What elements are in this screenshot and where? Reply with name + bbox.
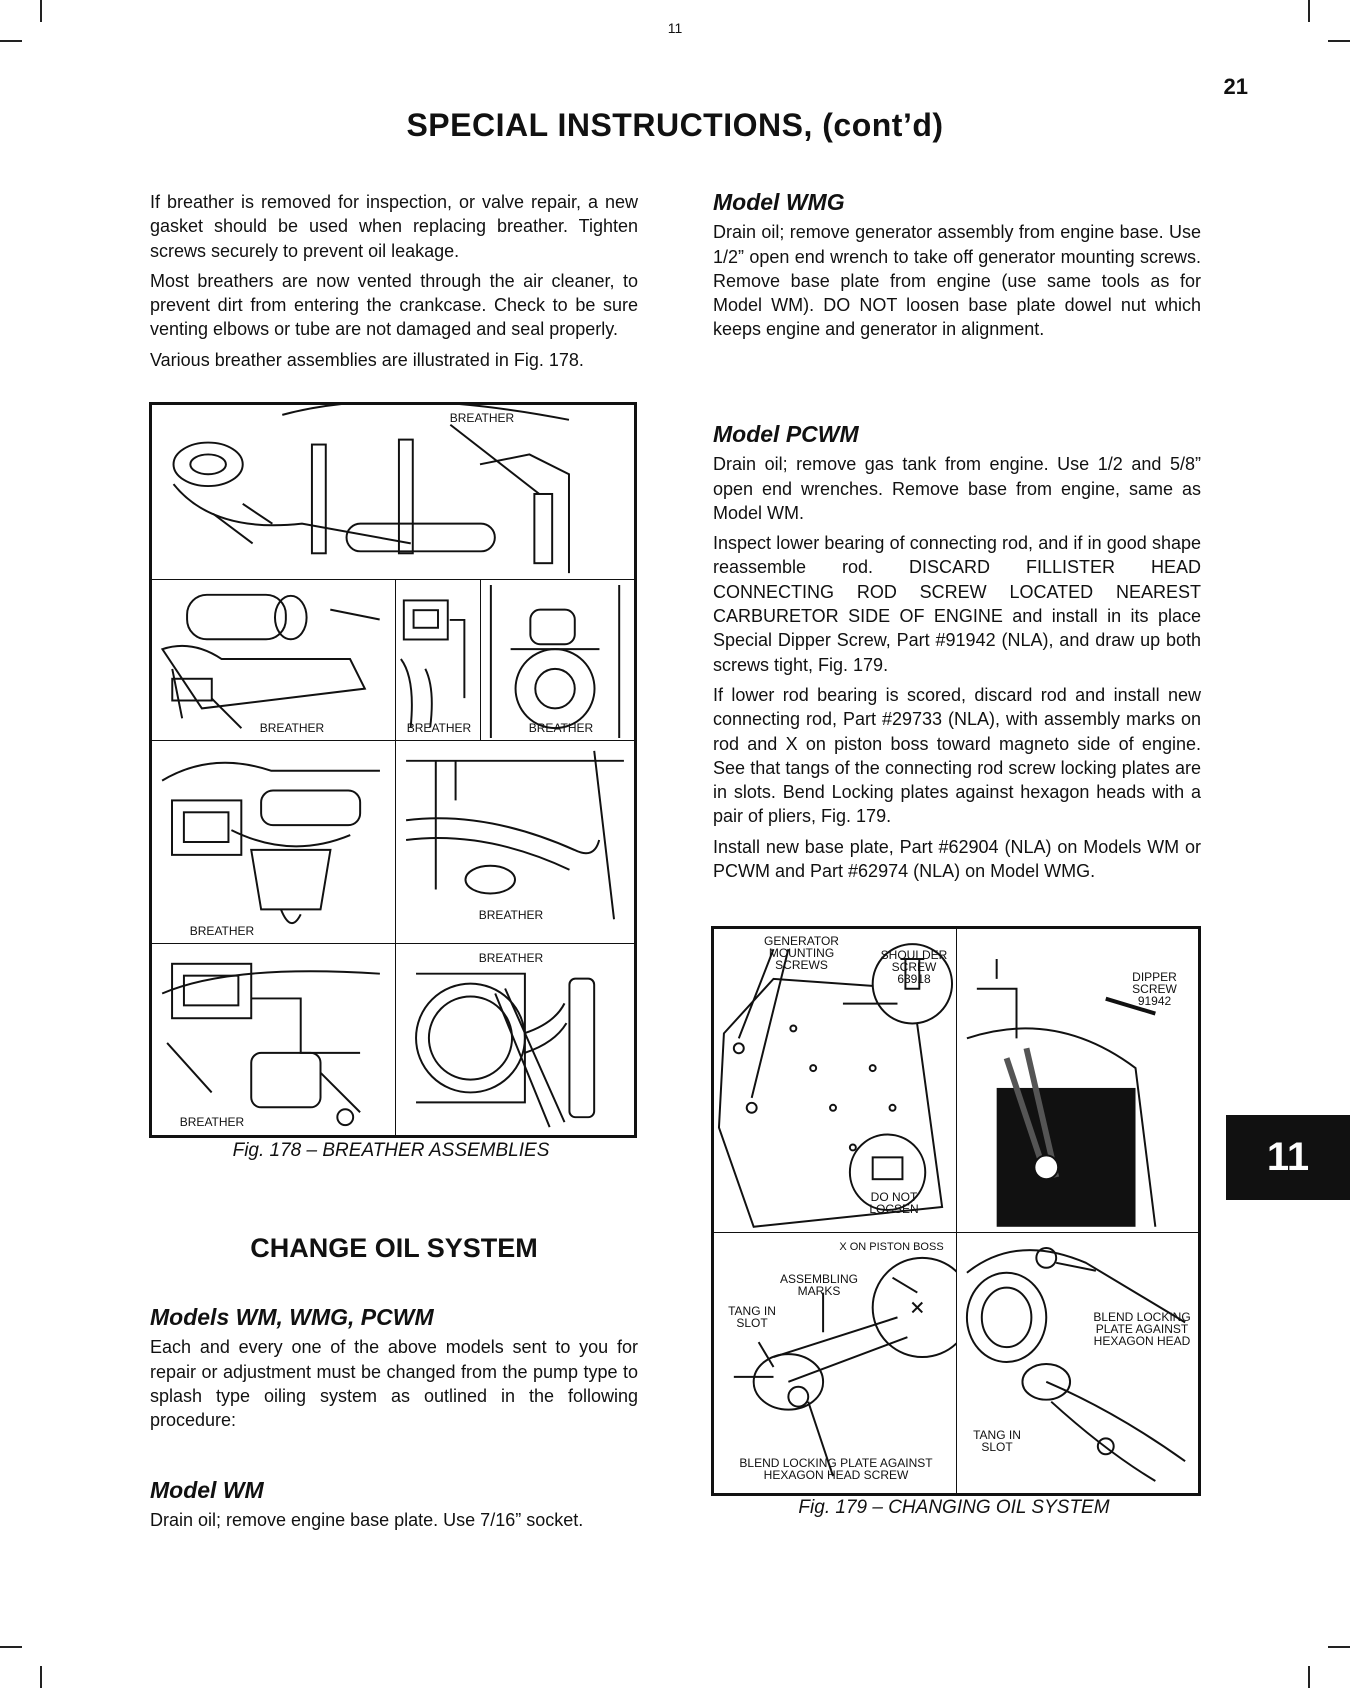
model-pcwm-text: Model PCWM Drain oil; remove gas tank fr… (713, 422, 1201, 889)
tang-in-slot-label: TANG IN SLOT (728, 1304, 776, 1330)
crop-mark (0, 1646, 22, 1648)
paragraph: If breather is removed for inspection, o… (150, 192, 638, 261)
chapter-tab: 11 (1226, 1115, 1350, 1200)
breather-illustration-row3-right: BREATHER (395, 740, 635, 944)
figure-179-caption: Fig. 179 – CHANGING OIL SYSTEM (798, 1497, 1110, 1518)
change-oil-text: Models WM, WMG, PCWM Each and every one … (150, 1305, 638, 1438)
pliers-drawing (965, 1246, 1186, 1482)
base-plate-drawing (717, 943, 954, 1228)
model-wm-text: Model WM Drain oil; remove engine base p… (150, 1478, 638, 1539)
breather-illustration-row4-right: BREATHER (395, 943, 635, 1136)
breather-illustration-row2-left: BREATHER (151, 579, 396, 741)
top-page-number: 11 (667, 20, 683, 36)
blend-locking-plate-label: BLEND LOCKING PLATE AGAINST HEXAGON HEAD (1093, 1310, 1191, 1348)
breather-drawing (160, 593, 380, 729)
crop-mark (40, 1666, 42, 1688)
breather-label: BREATHER (406, 721, 472, 735)
paragraph: Various breather assemblies are illustra… (150, 349, 584, 370)
breather-label: BREATHER (179, 1115, 245, 1129)
paragraph: Inspect lower bearing of connecting rod,… (713, 533, 1201, 675)
model-wmg-heading: Model WMG (713, 189, 845, 215)
paragraph: Drain oil; remove gas tank from engine. … (713, 454, 1201, 523)
x-on-piston-boss-label: X ON PISTON BOSS (839, 1241, 944, 1253)
crop-mark (1328, 40, 1350, 42)
paragraph: Each and every one of the above models s… (150, 1337, 638, 1431)
paragraph: If lower rod bearing is scored, discard … (713, 684, 1201, 827)
assembling-marks-label: ASSEMBLING MARKS (779, 1272, 859, 1298)
paragraph: Drain oil; remove engine base plate. Use… (150, 1510, 584, 1531)
figure-178-breather-assemblies: BREATHER BREATHER BREATHER (149, 402, 637, 1138)
dipper-screw-illustration: DIPPER SCREW 91942 (956, 928, 1199, 1233)
breather-label: BREATHER (449, 411, 515, 425)
breather-label: BREATHER (528, 721, 594, 735)
blend-locking-plate-label: BLEND LOCKING PLATE AGAINST HEXAGON HEAD… (739, 1456, 933, 1482)
breather-illustration-row2-right: BREATHER (480, 579, 635, 741)
left-intro-text: If breather is removed for inspection, o… (150, 190, 638, 378)
do-not-loosen-label: DO NOT LOCSEN (869, 1190, 919, 1216)
shoulder-screw-label: SHOULDER SCREW 63918 (880, 948, 948, 986)
breather-drawing (400, 599, 466, 728)
paragraph: Most breathers are now vented through th… (150, 270, 638, 340)
crop-mark (40, 0, 42, 22)
breather-illustration-top: BREATHER (151, 404, 635, 580)
section-title-change-oil: CHANGE OIL SYSTEM (250, 1233, 538, 1263)
breather-label: BREATHER (478, 908, 544, 922)
breather-illustration-row2-mid: BREATHER (395, 579, 481, 741)
breather-drawing (161, 962, 380, 1127)
piston-rod-illustration: X ON PISTON BOSS ASSEMBLING MARKS TANG I… (713, 1232, 957, 1494)
base-plate-illustration: GENERATOR MOUNTING SCREWS SHOULDER SCREW… (713, 928, 957, 1233)
breather-illustration-row4-left: BREATHER (151, 943, 396, 1136)
paragraph: Install new base plate, Part #62904 (NLA… (713, 836, 1201, 882)
breather-drawing (489, 584, 621, 738)
breather-illustration-row3-left: BREATHER (151, 740, 396, 944)
pliers-illustration: BLEND LOCKING PLATE AGAINST HEXAGON HEAD… (956, 1232, 1199, 1494)
breather-label: BREATHER (478, 951, 544, 965)
breather-drawing (161, 761, 380, 924)
crop-mark (1308, 0, 1310, 22)
crop-mark (0, 40, 22, 42)
breather-drawing (415, 972, 596, 1128)
breather-drawing (172, 405, 570, 574)
model-wmg-text: Model WMG Drain oil; remove generator as… (713, 190, 1201, 348)
page-title: SPECIAL INSTRUCTIONS, (cont’d) (406, 107, 944, 143)
model-pcwm-heading: Model PCWM (713, 421, 859, 447)
generator-mounting-screws-label: GENERATOR MOUNTING SCREWS (764, 934, 839, 972)
tang-in-slot-label: TANG IN SLOT (973, 1428, 1021, 1454)
piston-rod-drawing (733, 1256, 956, 1477)
page-number: 21 (1223, 74, 1248, 99)
figure-179-changing-oil-system: GENERATOR MOUNTING SCREWS SHOULDER SCREW… (711, 926, 1201, 1496)
model-wm-heading: Model WM (150, 1477, 264, 1503)
breather-label: BREATHER (259, 721, 325, 735)
paragraph: Drain oil; remove generator assembly fro… (713, 222, 1201, 340)
dipper-screw-drawing (966, 959, 1157, 1227)
breather-drawing (405, 750, 624, 920)
breather-label: BREATHER (189, 924, 255, 938)
crop-mark (1308, 1666, 1310, 1688)
dipper-screw-label: DIPPER SCREW 91942 (1132, 970, 1177, 1008)
figure-178-caption: Fig. 178 – BREATHER ASSEMBLIES (232, 1140, 550, 1161)
models-heading: Models WM, WMG, PCWM (150, 1304, 434, 1330)
crop-mark (1328, 1646, 1350, 1648)
